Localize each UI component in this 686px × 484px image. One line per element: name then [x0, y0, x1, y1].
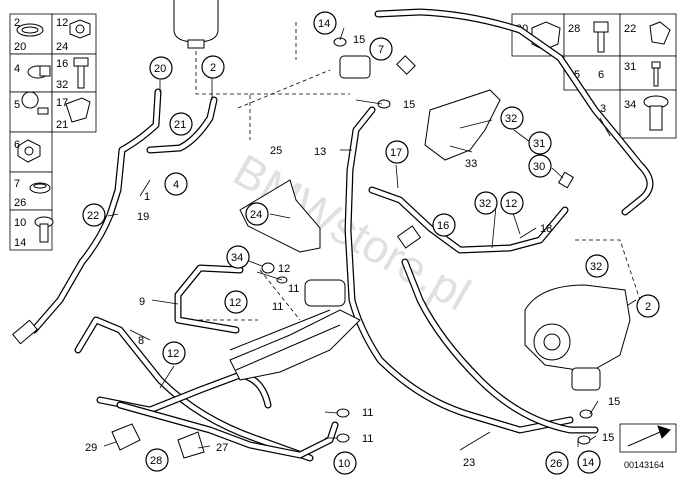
hose-21	[146, 96, 218, 154]
callout-label: 15	[602, 432, 614, 444]
legend-label: 12	[56, 17, 68, 29]
hose-16	[368, 186, 569, 254]
callout-label: 22	[87, 210, 99, 222]
callout-label: 14	[582, 457, 594, 469]
legend-label: 21	[56, 119, 68, 131]
callout-label: 2	[210, 62, 216, 74]
power-steering-pump	[524, 284, 631, 391]
callout-label: 25	[270, 145, 282, 157]
hose-23	[401, 258, 599, 434]
legend-right: 30 28 22 5 6 31 34	[511, 13, 677, 139]
callout-label: 27	[216, 442, 228, 454]
legend-label: 26	[14, 197, 26, 209]
legend-label: 6	[14, 139, 20, 151]
hose-9	[174, 264, 244, 334]
callout-label: 21	[174, 119, 186, 131]
catalog-number: 00143164	[624, 460, 664, 470]
callout-label: 29	[85, 442, 97, 454]
legend-label: 31	[624, 61, 636, 73]
callout-label: 17	[390, 147, 402, 159]
callout-label: 16	[437, 220, 449, 232]
hose-3	[374, 8, 654, 216]
legend-label: 14	[14, 237, 26, 249]
callout-label: 23	[463, 457, 475, 469]
callout-label: 32	[479, 198, 491, 210]
callout-label: 32	[505, 113, 517, 125]
hose-return	[96, 371, 272, 414]
legend-label: 24	[56, 41, 68, 53]
callout-label: 11	[362, 407, 373, 419]
callout-label: 12	[505, 198, 517, 210]
callout-label: 1	[144, 191, 150, 203]
callout-label: 24	[250, 209, 262, 221]
legend-label: 2	[14, 17, 20, 29]
callout-label: 12	[229, 297, 241, 309]
callout-label: 30	[533, 161, 545, 173]
legend-label: 6	[598, 69, 604, 81]
legend-label: 28	[568, 23, 580, 35]
callout-label: 2	[645, 301, 651, 313]
callout-label: 20	[154, 63, 166, 75]
legend-label: 4	[14, 63, 20, 75]
legend-label: 5	[14, 99, 20, 111]
legend-label: 17	[56, 97, 68, 109]
legend-label: 16	[56, 58, 68, 70]
legend-label: 32	[56, 79, 68, 91]
callout-label: 10	[338, 458, 350, 470]
callout-label: 8	[138, 335, 144, 347]
callouts-plain: 1 19 25 15 15 13 3 33 18 12 11 11 9 8 29…	[85, 34, 620, 469]
hose-8	[74, 316, 314, 462]
hose-13	[344, 106, 574, 434]
callout-label: 26	[550, 458, 562, 470]
callout-label: 18	[540, 223, 552, 235]
callout-label: 13	[314, 146, 326, 158]
callout-label: 15	[403, 99, 415, 111]
callout-label: 14	[318, 18, 330, 30]
callout-label: 19	[137, 211, 149, 223]
callout-label: 12	[278, 263, 290, 275]
legend-left: 2 20 12 24 4 16 32 5 17 21 6 7 26 10 14	[9, 13, 97, 251]
callout-label: 9	[139, 296, 145, 308]
catalog-reference: 00143164	[619, 423, 677, 470]
callout-label: 7	[378, 44, 384, 56]
steering-rack	[229, 279, 361, 381]
callout-label: 4	[173, 179, 179, 191]
callout-label: 11	[362, 433, 373, 445]
callout-label: 33	[465, 158, 477, 170]
legend-label: 10	[14, 217, 26, 229]
callout-label: 31	[533, 138, 545, 150]
hose-lower	[116, 401, 339, 459]
legend-label: 34	[624, 99, 636, 111]
callout-label: 28	[150, 455, 162, 467]
legend-label: 7	[14, 178, 20, 190]
callout-label: 15	[353, 34, 365, 46]
callout-label: 11	[272, 301, 283, 313]
callout-label: 15	[608, 396, 620, 408]
callout-label: 32	[590, 261, 602, 273]
callout-label: 11	[288, 283, 299, 295]
legend-label: 22	[624, 23, 636, 35]
callout-label: 34	[231, 252, 243, 264]
callout-label: 3	[600, 103, 606, 115]
legend-label: 5	[574, 69, 580, 81]
hose-1	[30, 88, 162, 334]
callout-label: 12	[167, 348, 179, 360]
legend-label: 20	[14, 41, 26, 53]
callouts-circled: 20 2 21 4 22 14 7 32 31 30 17 16 32 24 3…	[82, 11, 660, 475]
